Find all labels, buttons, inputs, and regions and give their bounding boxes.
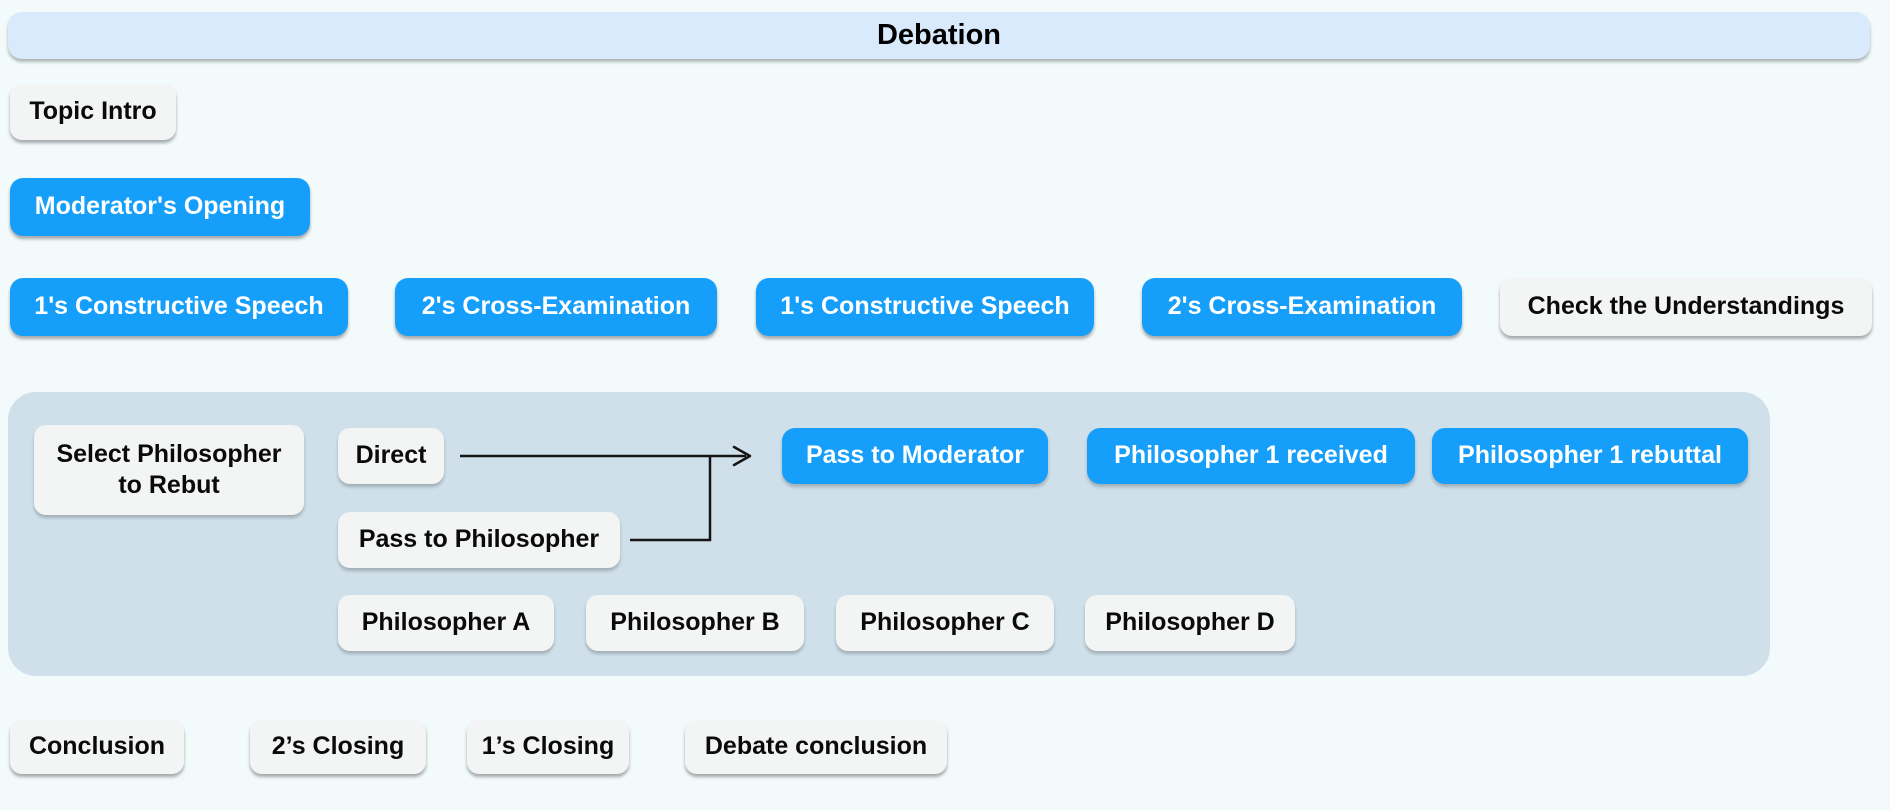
node-1s-constructive-speech-a[interactable]: 1's Constructive Speech xyxy=(10,278,348,336)
node-direct[interactable]: Direct xyxy=(338,428,444,484)
node-select-philosopher-to-rebut[interactable]: Select Philosopher to Rebut xyxy=(34,425,304,515)
node-philosopher-c[interactable]: Philosopher C xyxy=(836,595,1054,651)
node-philosopher-1-rebuttal[interactable]: Philosopher 1 rebuttal xyxy=(1432,428,1748,484)
flow-title-bar: Debation xyxy=(8,12,1870,59)
node-debate-conclusion[interactable]: Debate conclusion xyxy=(685,720,947,774)
node-pass-to-philosopher[interactable]: Pass to Philosopher xyxy=(338,512,620,568)
node-conclusion[interactable]: Conclusion xyxy=(10,720,184,774)
node-philosopher-1-received[interactable]: Philosopher 1 received xyxy=(1087,428,1415,484)
node-2s-cross-examination-a[interactable]: 2's Cross-Examination xyxy=(395,278,717,336)
node-philosopher-a[interactable]: Philosopher A xyxy=(338,595,554,651)
node-philosopher-b[interactable]: Philosopher B xyxy=(586,595,804,651)
node-pass-to-moderator[interactable]: Pass to Moderator xyxy=(782,428,1048,484)
flow-title: Debation xyxy=(876,19,1002,51)
node-philosopher-d[interactable]: Philosopher D xyxy=(1085,595,1295,651)
rebuttal-panel: Select Philosopher to Rebut Direct Pass … xyxy=(8,392,1770,676)
node-check-the-understandings[interactable]: Check the Understandings xyxy=(1500,278,1872,336)
node-2s-closing[interactable]: 2’s Closing xyxy=(250,720,426,774)
node-2s-cross-examination-b[interactable]: 2's Cross-Examination xyxy=(1142,278,1462,336)
node-1s-closing[interactable]: 1’s Closing xyxy=(467,720,629,774)
node-moderators-opening[interactable]: Moderator's Opening xyxy=(10,178,310,236)
node-1s-constructive-speech-b[interactable]: 1's Constructive Speech xyxy=(756,278,1094,336)
node-topic-intro[interactable]: Topic Intro xyxy=(10,84,176,140)
